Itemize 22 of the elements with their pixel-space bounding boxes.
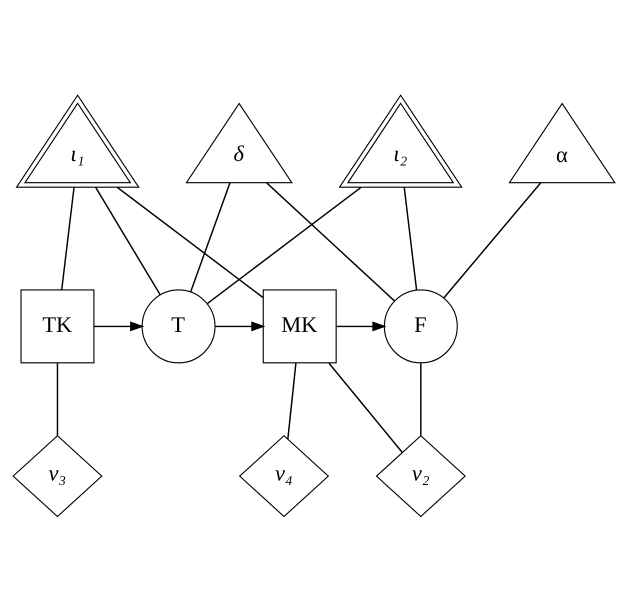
node-circle: F	[384, 289, 458, 364]
arrow	[216, 321, 266, 332]
arrow	[336, 321, 387, 332]
connector	[287, 363, 297, 440]
node-diamond: v₃	[12, 435, 103, 518]
connector	[56, 363, 58, 436]
node-box: TK	[20, 289, 94, 364]
node-box: MK	[262, 289, 337, 364]
connector	[328, 362, 403, 453]
connector	[116, 186, 264, 298]
connector	[443, 182, 542, 298]
node-diamond: v₄	[238, 435, 330, 518]
connector	[404, 187, 418, 290]
node-circle: T	[142, 289, 216, 364]
connector	[190, 182, 231, 292]
connector	[420, 363, 422, 436]
node-diamond: v₂	[376, 435, 466, 518]
connector	[61, 187, 75, 290]
connector	[95, 187, 161, 296]
arrow	[94, 321, 144, 332]
connector	[266, 182, 395, 302]
connector	[206, 186, 362, 304]
